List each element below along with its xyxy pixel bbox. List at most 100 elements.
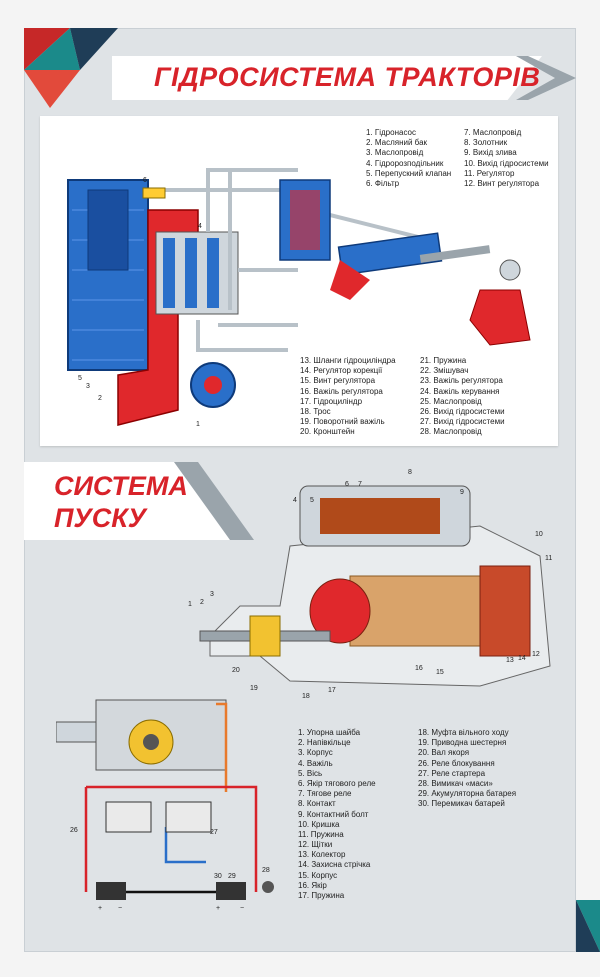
corner-decoration-bottom-right: [576, 900, 600, 952]
legend-item: 9. Вихід злива: [464, 148, 517, 158]
legend-item: 24. Важіль керування: [420, 386, 500, 396]
page-title: ГІДРОСИСТЕМА ТРАКТОРІВ: [154, 62, 541, 92]
legend-item: 28. Маслопровід: [420, 427, 482, 437]
legend-item: 14. Регулятор корекції: [300, 366, 383, 376]
circuit-callout-27: 27: [210, 829, 218, 836]
circuit-minus-2: −: [240, 905, 244, 912]
starter-callout-2: 2: [200, 599, 204, 606]
hydro-callout-3: 3: [86, 383, 90, 390]
starter-callout-6: 6: [345, 481, 349, 488]
legend-item: 5. Перепускний клапан: [366, 168, 452, 178]
legend-item: 29. Акумуляторна батарея: [418, 789, 517, 799]
legend-item: 12. Винт регулятора: [464, 178, 540, 188]
circuit-callout-28: 28: [262, 867, 270, 874]
starter-callout-12: 12: [532, 651, 540, 658]
circuit-callout-26: 26: [70, 827, 78, 834]
starter-legend-col1: 1. Упорна шайба 2. Напівкільце 3. Корпус…: [298, 728, 376, 901]
legend-item: 10. Вихід гідросистеми: [464, 158, 549, 168]
starter-callout-9: 9: [460, 489, 464, 496]
legend-item: 16. Важіль регулятора: [300, 386, 383, 396]
starter-callout-4: 4: [293, 497, 297, 504]
starter-callout-5: 5: [310, 497, 314, 504]
hydro-callout-5: 5: [78, 375, 82, 382]
circuit-plus-1: +: [98, 905, 102, 912]
legend-item: 13. Колектор: [298, 850, 346, 860]
legend-item: 16. Якір: [298, 880, 327, 890]
legend-item: 19. Поворотний важіль: [300, 417, 385, 427]
starter-legend-col2: 18. Муфта вільного ходу 19. Приводна шес…: [418, 728, 516, 810]
legend-item: 21. Пружина: [420, 356, 467, 365]
starter-callout-15: 15: [436, 669, 444, 676]
starter-callout-20: 20: [232, 667, 240, 674]
legend-item: 6. Фільтр: [366, 178, 400, 188]
legend-item: 17. Гідроциліндр: [300, 396, 363, 406]
hydro-legend-b-col2: 21. Пружина 22. Змішувач 23. Важіль регу…: [420, 356, 505, 438]
legend-item: 19. Приводна шестерня: [418, 738, 507, 748]
section-title: СИСТЕМА ПУСКУ: [54, 470, 188, 534]
legend-item: 3. Маслопровід: [366, 148, 424, 158]
circuit-plus-2: +: [216, 905, 220, 912]
corner-decoration-top-left: [24, 28, 118, 108]
legend-item: 9. Контактний болт: [298, 809, 369, 819]
hydro-legend-a-col2: 7. Маслопровід 8. Золотник 9. Вихід злив…: [464, 128, 549, 189]
starter-circuit-diagram: 26 27 28 29 30 + − + −: [56, 699, 274, 912]
starter-callout-18: 18: [302, 693, 310, 700]
legend-item: 1. Гідронасос: [366, 128, 416, 137]
legend-item: 2. Масляний бак: [366, 138, 428, 148]
legend-item: 18. Муфта вільного ходу: [418, 728, 509, 737]
legend-item: 5. Вісь: [298, 768, 323, 778]
hydro-callout-6: 6: [143, 177, 147, 184]
legend-item: 10. Кришка: [298, 819, 340, 829]
legend-item: 20. Вал якоря: [418, 748, 470, 758]
starter-callout-7: 7: [358, 481, 362, 488]
legend-item: 4. Гідророзподільник: [366, 158, 444, 168]
legend-item: 11. Пружина: [298, 829, 344, 839]
regulator-diagram: [228, 170, 531, 346]
legend-item: 27. Вихід гідросистеми: [420, 417, 505, 427]
legend-item: 4. Важіль: [298, 758, 333, 768]
legend-item: 2. Напівкільце: [298, 738, 351, 748]
starter-callout-8: 8: [408, 469, 412, 476]
starter-callout-14: 14: [518, 655, 526, 662]
hydro-callout-2: 2: [98, 395, 102, 402]
section-starter-banner: СИСТЕМА ПУСКУ: [24, 462, 254, 540]
starter-callout-3: 3: [210, 591, 214, 598]
hydraulic-system-diagram: 1 2 3 4 5 6: [67, 168, 298, 428]
starter-callout-10: 10: [535, 531, 543, 538]
title-band: [112, 56, 542, 100]
starter-motor-diagram: 1 2 3 4 5 6 7 8 9 10 11 12 13 14 15 16 1…: [188, 469, 552, 700]
hydro-callout-4: 4: [198, 223, 202, 230]
circuit-minus-1: −: [118, 905, 122, 912]
legend-item: 1. Упорна шайба: [298, 728, 361, 737]
legend-item: 22. Змішувач: [420, 366, 469, 376]
legend-item: 18. Трос: [300, 406, 331, 416]
legend-item: 7. Маслопровід: [464, 128, 522, 137]
circuit-callout-30: 30: [214, 873, 222, 880]
legend-item: 8. Контакт: [298, 799, 336, 809]
legend-item: 15. Винт регулятора: [300, 376, 376, 386]
legend-item: 26. Реле блокування: [418, 758, 495, 768]
section-title-line2: ПУСКУ: [54, 503, 147, 533]
legend-item: 26. Вихід гідросистеми: [420, 406, 505, 416]
legend-item: 14. Захисна стрічка: [298, 860, 371, 870]
legend-item: 25. Маслопровід: [420, 396, 482, 406]
legend-item: 6. Якір тягового реле: [298, 778, 376, 788]
legend-item: 27. Реле стартера: [418, 768, 486, 778]
starter-callout-17: 17: [328, 687, 336, 694]
legend-item: 3. Корпус: [298, 748, 333, 758]
legend-item: 17. Пружина: [298, 891, 345, 900]
legend-item: 11. Регулятор: [464, 168, 515, 178]
circuit-callout-29: 29: [228, 873, 236, 880]
starter-callout-1: 1: [188, 601, 192, 608]
legend-item: 8. Золотник: [464, 138, 508, 148]
legend-item: 23. Важіль регулятора: [420, 376, 503, 386]
legend-item: 15. Корпус: [298, 870, 338, 880]
hydro-legend-a-col1: 1. Гідронасос 2. Масляний бак 3. Маслопр…: [366, 128, 451, 189]
legend-item: 7. Тягове реле: [298, 789, 352, 799]
starter-callout-16: 16: [415, 665, 423, 672]
starter-callout-13: 13: [506, 657, 514, 664]
legend-item: 13. Шланги гідроциліндра: [300, 356, 396, 365]
legend-item: 12. Щітки: [298, 840, 333, 850]
section-title-line1: СИСТЕМА: [54, 471, 188, 501]
legend-item: 30. Перемикач батарей: [418, 799, 505, 809]
